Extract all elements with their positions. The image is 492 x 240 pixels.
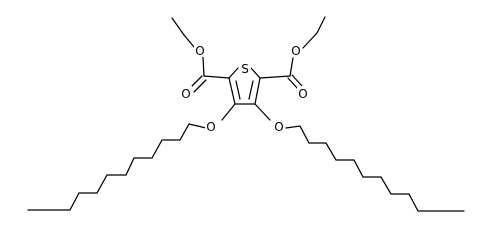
bond-lines (27, 16, 465, 212)
bond-ester-left (171, 17, 185, 36)
oxygen-label: O (274, 120, 283, 134)
bond-ester-right (259, 75, 291, 79)
bond-alkoxy-left (221, 103, 236, 121)
atom-labels: S O O O O O O (180, 43, 309, 134)
bond-ester-left-double (193, 79, 207, 93)
sulfur-atom: S (239, 61, 251, 76)
bond-chain-left (27, 123, 207, 211)
oxygen-atom-ester-right-carbonyl: O (297, 86, 309, 101)
oxygen-atom-alkoxy-right: O (273, 119, 285, 134)
bond-ester-right (289, 57, 294, 77)
bond-ring (228, 67, 239, 79)
sulfur-label: S (241, 62, 249, 76)
molecule-canvas: S O O O O O O (27, 16, 465, 212)
bond-ester-right-double (287, 77, 299, 90)
bond-ester-right (316, 16, 326, 34)
oxygen-label: O (291, 44, 300, 58)
bond-ring (228, 77, 236, 105)
bond-ester-right-double (291, 74, 303, 87)
bond-ester-left (202, 56, 205, 77)
oxygen-atom-alkoxy-left: O (205, 119, 217, 134)
bond-ring-double (248, 80, 254, 100)
oxygen-atom-ester-left-carbonyl: O (180, 86, 192, 101)
oxygen-label: O (195, 44, 204, 58)
bond-ring (250, 67, 261, 79)
bond-ester-left (203, 75, 230, 79)
bond-chain-right (285, 125, 465, 212)
oxygen-atom-ester-left-ether: O (194, 43, 206, 58)
molecule-structure: S O O O O O O (27, 16, 465, 212)
bond-ring (254, 77, 261, 105)
oxygen-label: O (298, 87, 307, 101)
oxygen-atom-ester-right-ether: O (290, 43, 302, 58)
oxygen-label: O (181, 87, 190, 101)
bond-ring-double (235, 80, 241, 100)
bond-alkoxy-right (254, 103, 271, 121)
bond-ester-right (302, 32, 318, 49)
bond-ester-left (183, 34, 195, 48)
oxygen-label: O (206, 120, 215, 134)
